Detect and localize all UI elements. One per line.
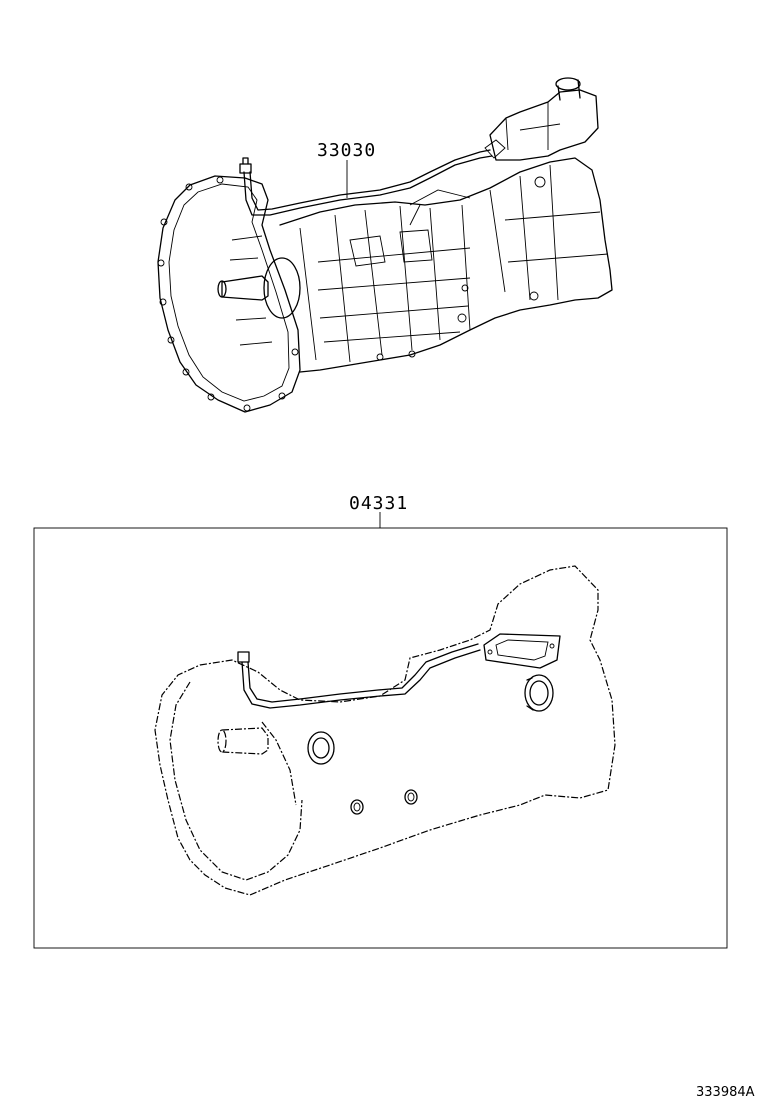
kit-frame <box>33 527 728 949</box>
part-number-label: 33030 <box>317 140 377 161</box>
oil-seal-large <box>524 674 554 712</box>
transmission-assembly-drawing <box>157 77 613 413</box>
gasket-kit-drawing <box>154 565 616 896</box>
o-ring-right <box>404 789 418 805</box>
illustration-code: 333984A <box>696 1085 755 1100</box>
oil-seal-front <box>307 731 335 765</box>
part-number-label: 04331 <box>349 493 409 514</box>
o-ring-left <box>350 799 364 815</box>
